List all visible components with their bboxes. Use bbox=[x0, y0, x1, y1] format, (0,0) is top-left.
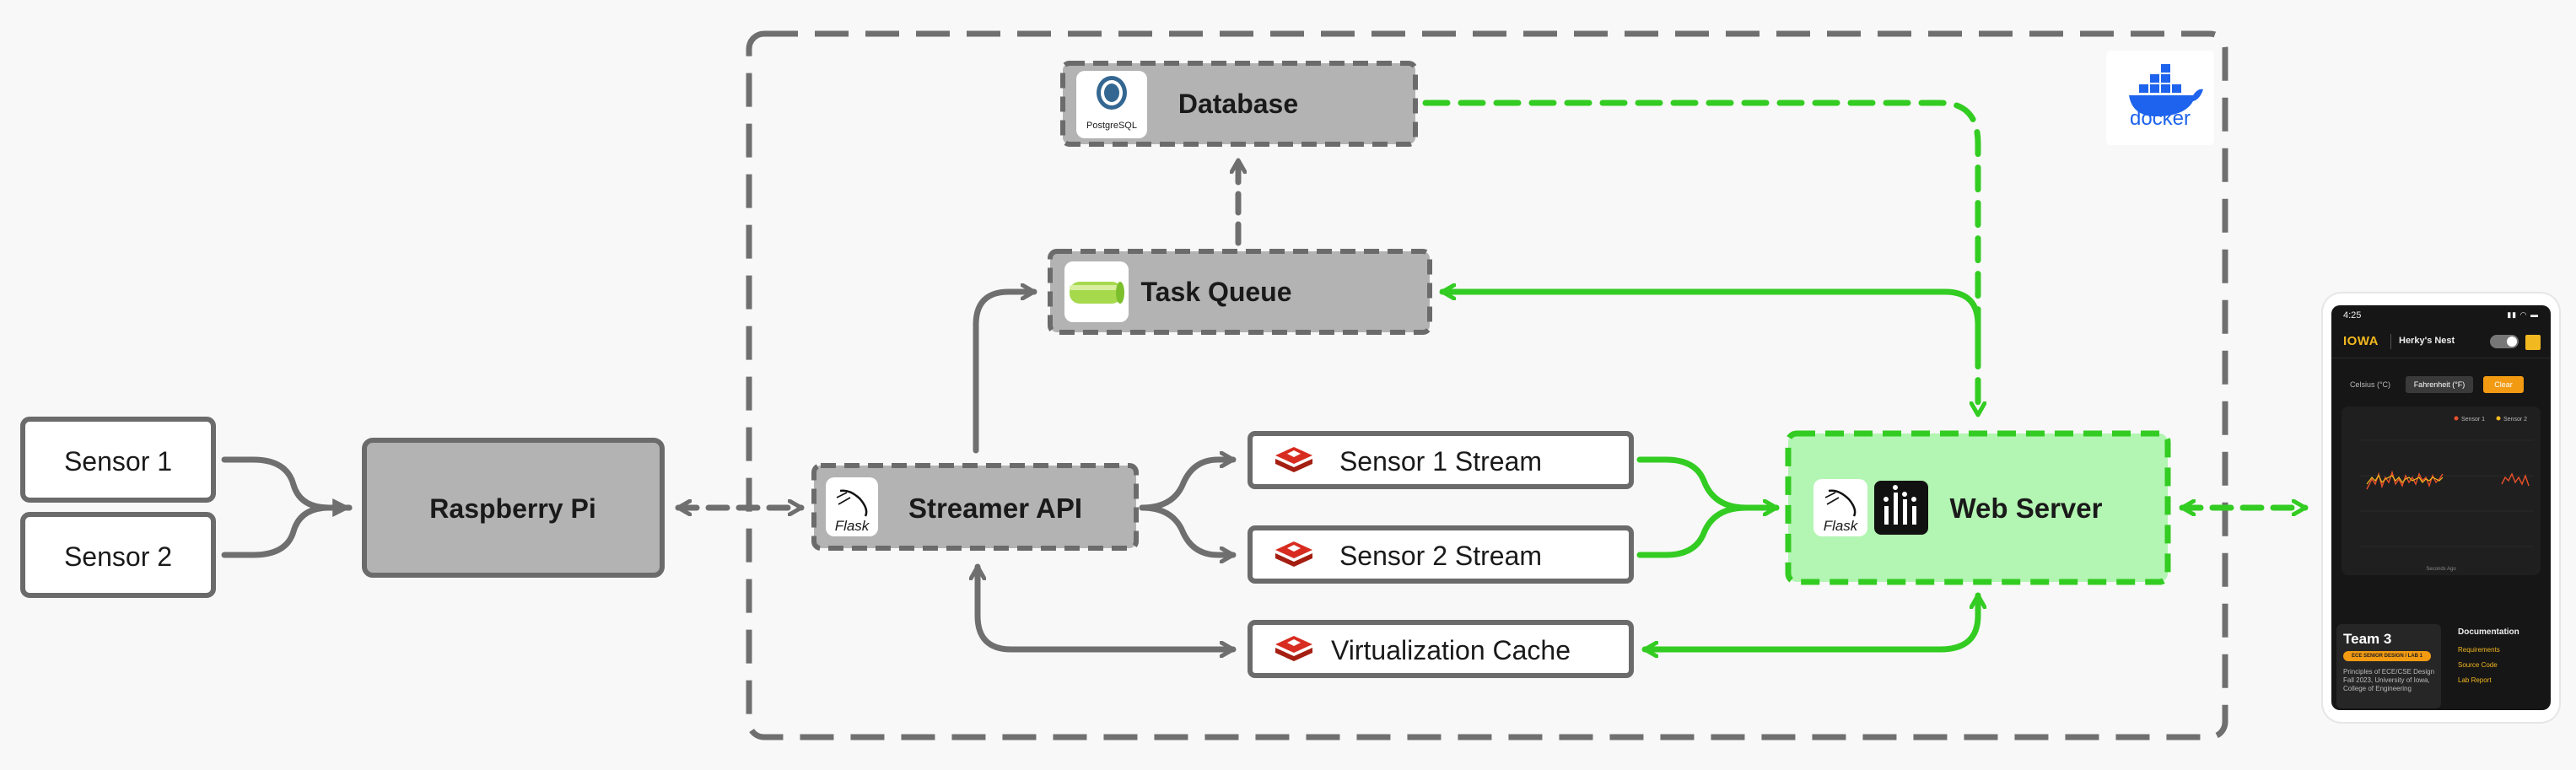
virtualization-cache-label: Virtualization Cache bbox=[1331, 635, 1571, 665]
web-app-screen: 4:25 ▮▮ ◠ ▬ IOWA Herky's Nest Celsius (°… bbox=[2331, 305, 2551, 710]
sensor1-label: Sensor 1 bbox=[64, 446, 172, 477]
task-queue-label: Task Queue bbox=[1140, 277, 1291, 307]
chart-gridlines bbox=[2360, 439, 2534, 547]
status-icons: ▮▮ ◠ ▬ bbox=[2507, 310, 2539, 319]
postgresql-icon: PostgreSQL bbox=[1076, 71, 1147, 138]
chart-svg: Sensor 1 Sensor 2 Seconds Ago bbox=[2360, 416, 2534, 572]
course-badge: ECE SENIOR DESIGN / LAB 1 bbox=[2343, 651, 2431, 661]
clear-button[interactable]: Clear bbox=[2483, 376, 2524, 393]
stream1-to-webserver-connector bbox=[1636, 456, 1780, 511]
celsius-tab[interactable]: Celsius (°C) bbox=[2349, 380, 2391, 389]
app-header: IOWA Herky's Nest bbox=[2331, 324, 2551, 358]
streamer-api-label: Streamer API bbox=[908, 493, 1082, 524]
documentation-heading: Documentation bbox=[2458, 627, 2519, 637]
database-node: PostgreSQL Database bbox=[1060, 61, 1418, 147]
legend-sensor2-dot bbox=[2496, 416, 2501, 421]
app-title: Herky's Nest bbox=[2399, 336, 2455, 346]
postgresql-logo-text: PostgreSQL bbox=[1086, 121, 1137, 131]
sensor2-to-pi-connector bbox=[221, 498, 353, 558]
streamer-api-node: Flask Streamer API bbox=[811, 463, 1139, 551]
celery-icon bbox=[1064, 261, 1129, 322]
theme-toggle[interactable] bbox=[2490, 335, 2519, 348]
plotly-dash-icon bbox=[1874, 481, 1928, 535]
sensor1-series-line bbox=[2366, 470, 2444, 490]
team-card: Team 3 ECE SENIOR DESIGN / LAB 1 Princip… bbox=[2336, 624, 2441, 708]
streamer-cache-connector bbox=[978, 563, 1237, 649]
task-queue-node: Task Queue bbox=[1048, 249, 1432, 335]
sensor2-series-line bbox=[2366, 474, 2444, 485]
database-to-webserver-connector bbox=[1422, 100, 1978, 418]
stream2-to-webserver-connector bbox=[1636, 508, 1780, 558]
webserver-to-taskqueue-connector bbox=[1439, 292, 1981, 366]
redis-icon bbox=[1275, 541, 1312, 567]
virtualization-cache-node: Virtualization Cache bbox=[1248, 620, 1634, 678]
flask-icon: Flask bbox=[1813, 479, 1867, 536]
team-title: Team 3 bbox=[2343, 631, 2392, 647]
streamer-to-taskqueue-connector bbox=[973, 292, 1037, 454]
fahrenheit-tab[interactable]: Fahrenheit (°F) bbox=[2406, 376, 2473, 393]
status-time: 4:25 bbox=[2343, 310, 2362, 320]
raspberry-pi-node: Raspberry Pi bbox=[362, 438, 665, 578]
source-code-link[interactable]: Source Code bbox=[2458, 661, 2498, 669]
redis-icon bbox=[1275, 447, 1312, 472]
chart-x-axis-label: Seconds Ago bbox=[2426, 567, 2456, 572]
app-footer: Team 3 ECE SENIOR DESIGN / LAB 1 Princip… bbox=[2331, 619, 2551, 710]
sensor1-to-pi-connector bbox=[221, 456, 353, 511]
sensor1-stream-node: Sensor 1 Stream bbox=[1248, 431, 1634, 489]
requirements-link[interactable]: Requirements bbox=[2458, 646, 2500, 654]
sensor1-node: Sensor 1 bbox=[20, 417, 216, 503]
phone-mockup: 4:25 ▮▮ ◠ ▬ IOWA Herky's Nest Celsius (°… bbox=[2323, 293, 2559, 722]
streamer-to-stream2-connector bbox=[1139, 504, 1237, 555]
redis-icon bbox=[1275, 636, 1312, 661]
legend-sensor2: Sensor 2 bbox=[2503, 417, 2527, 423]
connectors-gray bbox=[221, 157, 1238, 649]
sensor2-stream-label: Sensor 2 Stream bbox=[1339, 541, 1542, 571]
docker-logo-text: docker bbox=[2130, 107, 2191, 130]
course-description: Principles of ECE/CSE Design Fall 2023, … bbox=[2343, 668, 2435, 692]
web-server-label: Web Server bbox=[1950, 493, 2103, 524]
cache-webserver-connector bbox=[1641, 592, 1978, 649]
streamer-to-stream1-connector bbox=[1139, 460, 1237, 511]
web-server-node: Flask Web Server bbox=[1785, 430, 2171, 585]
docker-container-boundary bbox=[746, 30, 2228, 740]
database-label: Database bbox=[1178, 89, 1298, 119]
sensor2-node: Sensor 2 bbox=[20, 512, 216, 598]
flask-icon: Flask bbox=[826, 477, 878, 536]
toggle-knob bbox=[2507, 337, 2517, 347]
connectors-green bbox=[1422, 100, 2309, 649]
sensor2-label: Sensor 2 bbox=[64, 541, 172, 572]
docker-icon: docker bbox=[2106, 51, 2214, 145]
raspberry-pi-label: Raspberry Pi bbox=[429, 493, 595, 524]
sensor2-stream-node: Sensor 2 Stream bbox=[1248, 525, 1634, 584]
sensor1-series-line bbox=[2501, 472, 2530, 487]
iowa-logo: IOWA bbox=[2343, 334, 2379, 348]
lab-report-link[interactable]: Lab Report bbox=[2458, 676, 2492, 684]
temperature-chart: Sensor 1 Sensor 2 Seconds Ago bbox=[2342, 407, 2541, 575]
menu-button[interactable] bbox=[2525, 335, 2541, 350]
header-divider bbox=[2390, 334, 2391, 349]
legend-sensor1-dot bbox=[2454, 416, 2459, 421]
flask-logo-text: Flask bbox=[835, 518, 870, 534]
legend-sensor1: Sensor 1 bbox=[2461, 417, 2485, 423]
sensor1-stream-label: Sensor 1 Stream bbox=[1339, 446, 1542, 477]
flask-logo-text: Flask bbox=[1824, 518, 1859, 534]
